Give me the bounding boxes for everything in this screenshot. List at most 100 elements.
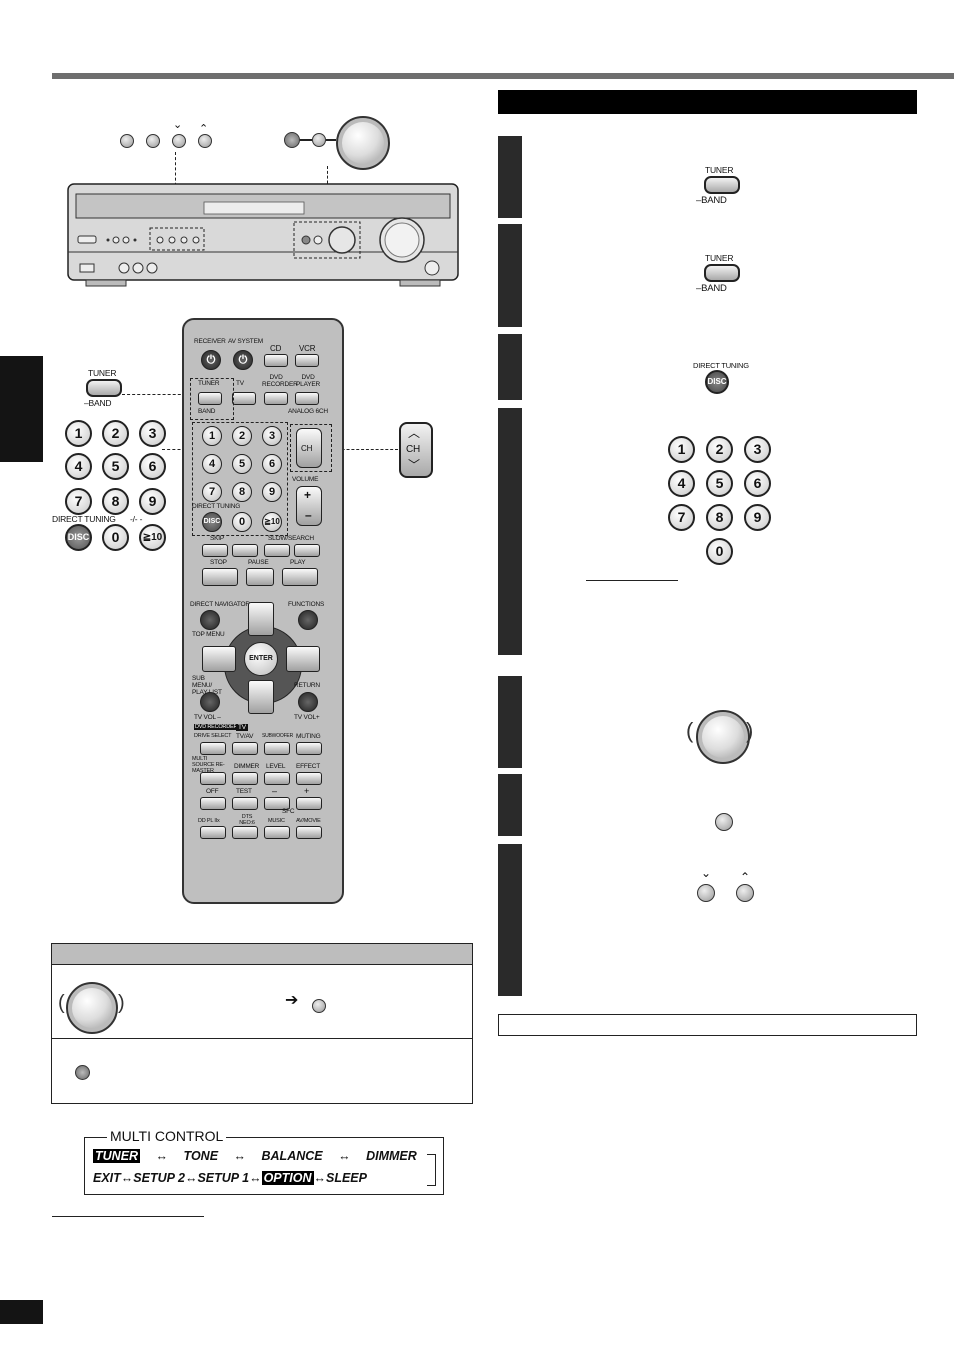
num-key-6: 6 xyxy=(139,453,166,480)
remote-band-label: BAND xyxy=(198,408,216,415)
volume-label: VOLUME xyxy=(292,476,319,483)
tuner-label: TUNER xyxy=(88,368,117,378)
down-chevron-icon: ⌄ xyxy=(173,119,183,131)
effect-button xyxy=(296,772,322,785)
music-button xyxy=(264,826,290,839)
remote-num-4: 4 xyxy=(202,454,222,474)
enter-button: ENTER xyxy=(244,642,278,676)
test-button xyxy=(232,797,258,810)
remote-num-6: 6 xyxy=(262,454,282,474)
dvd-recorder-tag: DVD RECORDER xyxy=(194,724,239,730)
step-bar-6 xyxy=(498,774,522,836)
dash-key-label: -/- - xyxy=(130,514,143,524)
multi-control-knob xyxy=(336,116,390,170)
mc-balance: BALANCE xyxy=(261,1149,323,1163)
muting-label: MUTING xyxy=(296,733,321,740)
receiver-callout-buttons: ⌄ ⌃ xyxy=(118,119,218,152)
nav-up-button xyxy=(248,602,274,636)
step4-num-8: 8 xyxy=(706,504,733,531)
multi-source-label: MULTI SOURCE RE-MASTER xyxy=(192,756,225,774)
play-label: PLAY xyxy=(290,559,306,566)
step7-up-button xyxy=(736,884,754,902)
av-system-power-icon: ⏻ xyxy=(233,350,253,370)
note-box xyxy=(498,1014,917,1036)
stop-label: STOP xyxy=(210,559,227,566)
step1-tuner-label: TUNER xyxy=(705,165,734,175)
ch-up-icon: ︿ xyxy=(408,426,421,440)
num-key-0: 0 xyxy=(102,524,129,551)
return-label: RETURN xyxy=(294,682,320,689)
functions-label: FUNCTIONS xyxy=(288,601,325,608)
remote-num-9: 9 xyxy=(262,482,282,502)
nav-left-button xyxy=(202,646,236,672)
slow-back-button xyxy=(264,544,290,557)
num-key-9: 9 xyxy=(139,488,166,515)
remote-num-2: 2 xyxy=(232,426,252,446)
subwoofer-label: SUBWOOFER xyxy=(262,733,293,739)
step1-band-label: –BAND xyxy=(696,195,727,206)
slow-search-label: SLOW/SEARCH xyxy=(268,535,314,542)
multi-control-title: MULTI CONTROL xyxy=(107,1128,227,1144)
av-movie-label: AV/MOVIE xyxy=(296,818,321,824)
step-bar-1 xyxy=(498,136,522,218)
tv-vol-minus-label: TV VOL – xyxy=(194,714,221,721)
top-menu-label: TOP MENU xyxy=(192,631,225,638)
step1-tuner-key xyxy=(704,176,740,194)
receiver-label: RECEIVER xyxy=(194,338,226,345)
receiver-callout-knob xyxy=(282,114,392,170)
receiver-power-icon: ⏻ xyxy=(201,350,221,370)
step-bar-2 xyxy=(498,224,522,327)
step7-down-chevron-icon: ⌄ xyxy=(701,866,712,880)
remote-ch-rocker xyxy=(296,428,322,468)
dvd-recorder-button xyxy=(264,392,288,405)
drive-select-button xyxy=(200,742,226,755)
tip-arrow-icon: ➔ xyxy=(285,992,299,1009)
dvd-player-label: DVD PLAYER xyxy=(296,374,320,388)
tuning-up-button xyxy=(198,134,212,148)
dimmer-label: DIMMER xyxy=(234,763,260,770)
remote-num-5: 5 xyxy=(232,454,252,474)
callout-tuner-band: TUNER –BAND xyxy=(84,368,144,412)
level-button xyxy=(264,772,290,785)
remote-num-7: 7 xyxy=(202,482,222,502)
step-bar-7 xyxy=(498,844,522,996)
minus-button xyxy=(264,797,290,810)
multi-control-button xyxy=(312,133,326,147)
subwoofer-button xyxy=(264,742,290,755)
mc-tuner: TUNER xyxy=(93,1149,141,1163)
step3-direct-tuning-label: DIRECT TUNING xyxy=(693,361,749,370)
step7-up-chevron-icon: ⌃ xyxy=(740,870,751,884)
remote-control: RECEIVER AV SYSTEM ⏻ ⏻ CD VCR TUNER TV D… xyxy=(182,318,344,904)
step4-num-0: 0 xyxy=(706,538,733,565)
slow-forward-button xyxy=(294,544,320,557)
tip-knob-icon xyxy=(66,982,118,1034)
volume-plus-icon: + xyxy=(304,488,311,502)
skip-label: SKIP xyxy=(210,535,225,542)
pl2x-label: DD PL IIx xyxy=(198,818,220,824)
remote-ch-label: CH xyxy=(301,444,313,453)
mc-dimmer: DIMMER xyxy=(366,1149,417,1163)
step3-disc-key: DISC xyxy=(705,370,729,394)
skip-forward-button xyxy=(232,544,258,557)
step-bar-3 xyxy=(498,334,522,400)
tip-memory-button-icon xyxy=(75,1065,90,1080)
skip-back-button xyxy=(202,544,228,557)
mc-setup-2: SETUP 2 xyxy=(133,1171,185,1185)
remote-tv-label: TV xyxy=(236,380,244,387)
remote-num-1: 1 xyxy=(202,426,222,446)
volume-minus-icon: – xyxy=(305,508,312,522)
tip-box-header xyxy=(52,944,472,965)
off-label: OFF xyxy=(206,788,219,795)
rotate-right-icon: ) xyxy=(118,992,125,1014)
step2-tuner-label: TUNER xyxy=(705,253,734,263)
volume-rocker xyxy=(296,486,322,526)
functions-button xyxy=(298,610,318,630)
tip-box: ( ) ➔ xyxy=(51,943,473,1104)
callout-number-keys: 1 2 3 4 5 6 7 8 9 DIRECT TUNING DISC 0 -… xyxy=(52,418,172,554)
tv-tag: TV xyxy=(236,724,248,731)
step4-num-4: 4 xyxy=(668,470,695,497)
dvd-recorder-label: DVD RECORDER xyxy=(262,374,298,388)
multi-control-diagram: MULTI CONTROL TUNER ↔ TONE ↔ BALANCE ↔ D… xyxy=(84,1128,444,1195)
step4-num-6: 6 xyxy=(744,470,771,497)
av-system-label: AV SYSTEM xyxy=(228,338,263,345)
